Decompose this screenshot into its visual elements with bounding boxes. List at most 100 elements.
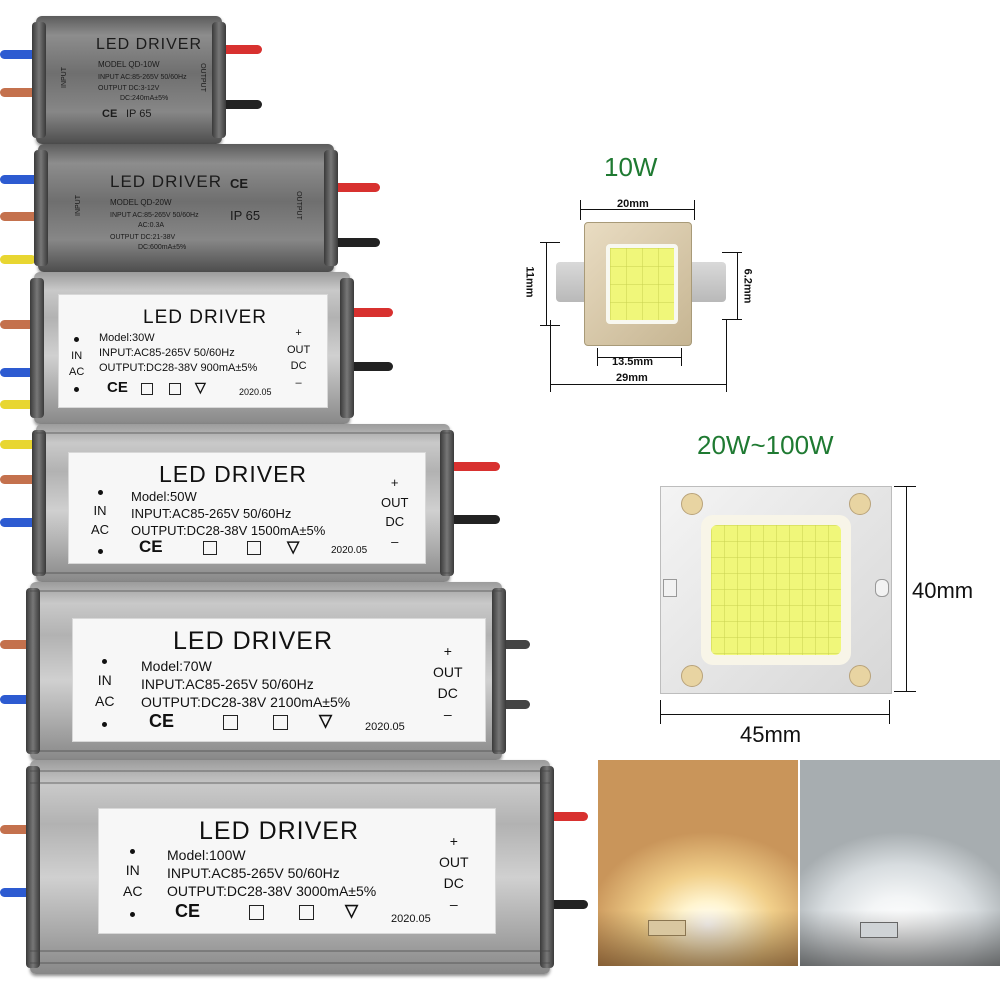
ce-mark: CE <box>139 537 163 556</box>
end-cap <box>340 278 354 418</box>
driver-label: LED DRIVER Model:30W INPUT:AC85-265V 50/… <box>58 294 328 408</box>
manufacture-date: 2020.05 <box>391 913 431 925</box>
plus-sign: + <box>449 833 458 849</box>
in-label: IN <box>97 672 112 688</box>
f-mark-icon: ▽ <box>287 539 300 556</box>
end-cap <box>30 278 44 418</box>
driver-brand: LED DRIVER <box>199 817 360 845</box>
in-label: IN <box>125 862 140 878</box>
chip-large-title: 20W~100W <box>697 430 834 460</box>
double-insulation-icon <box>169 383 181 395</box>
driver-brand: LED DRIVER <box>96 36 203 53</box>
driver-input: INPUT:AC85-265V 50/60Hz <box>99 347 235 359</box>
end-cap <box>26 588 40 754</box>
wire-blue <box>0 368 40 377</box>
ip-rating: IP 65 <box>230 208 261 223</box>
input-terminal: IN AC <box>91 481 109 559</box>
ce-mark: CE <box>230 176 249 191</box>
minus-sign: – <box>443 706 452 722</box>
dot-icon <box>130 849 136 854</box>
chip-10w-width-label: 20mm <box>617 198 649 210</box>
wire-black <box>220 100 262 109</box>
wire-red <box>330 183 380 192</box>
wire-blue <box>0 695 40 704</box>
out-label: OUT <box>433 664 463 680</box>
driver-output: OUTPUT:DC28-38V 900mA±5% <box>99 362 258 374</box>
output-terminal: + OUT DC – <box>381 473 408 551</box>
dot-icon <box>97 490 103 495</box>
wire-blue <box>0 888 40 897</box>
driver-label: LED DRIVER Model:100W INPUT:AC85-265V 50… <box>98 808 496 934</box>
input-terminal: IN AC <box>123 839 142 923</box>
wire-yellow <box>0 440 40 449</box>
driver-output: OUTPUT:DC28-38V 3000mA±5% <box>167 883 377 899</box>
out-label: OUT <box>287 343 311 356</box>
house-symbol-icon <box>141 383 153 395</box>
driver-output: OUTPUT DC:3-12V <box>98 85 160 92</box>
f-mark-icon: ▽ <box>319 711 333 730</box>
plus-sign: + <box>295 327 302 339</box>
end-cap <box>34 150 48 266</box>
dc-label: DC <box>385 514 405 529</box>
manufacture-date: 2020.05 <box>331 545 368 556</box>
driver-output-current: DC:600mA±5% <box>138 244 187 251</box>
chip-large-height-label: 40mm <box>912 578 974 603</box>
double-insulation-icon <box>273 715 288 730</box>
wire-yellow <box>0 255 36 264</box>
driver-input: INPUT:AC85-265V 50/60Hz <box>167 865 340 881</box>
led-driver-30w: LED DRIVER Model:30W INPUT:AC85-265V 50/… <box>30 272 354 424</box>
wire-black <box>450 515 500 524</box>
driver-model: MODEL QD-20W <box>110 198 172 207</box>
minus-sign: – <box>449 896 458 912</box>
wire-blue <box>0 50 40 59</box>
driver-output: OUTPUT:DC28-38V 1500mA±5% <box>131 523 326 538</box>
end-cap <box>440 430 454 576</box>
driver-output: OUTPUT:DC28-38V 2100mA±5% <box>141 694 351 710</box>
driver-brand: LED DRIVER <box>110 172 223 191</box>
double-insulation-icon <box>247 541 261 555</box>
plus-sign: + <box>390 475 399 490</box>
double-insulation-icon <box>299 905 314 920</box>
dot-icon <box>74 337 80 342</box>
cool-white-light-photo <box>800 760 1000 966</box>
end-cap <box>26 766 40 968</box>
ac-label: AC <box>95 693 115 709</box>
end-cap <box>212 22 226 138</box>
minus-sign: – <box>295 376 302 389</box>
dc-label: DC <box>437 685 458 701</box>
wire-red <box>548 812 588 821</box>
driver-model: MODEL QD-10W <box>98 60 160 69</box>
chip-10w-outer-width-label: 29mm <box>616 372 648 384</box>
end-cap <box>492 588 506 754</box>
plus-sign: + <box>443 643 452 659</box>
driver-input: INPUT AC:85-265V 50/60Hz <box>110 212 199 219</box>
wire-red <box>220 45 262 54</box>
end-cap <box>32 22 46 138</box>
dot-icon <box>74 386 80 392</box>
ce-mark: CE <box>175 901 201 921</box>
end-cap <box>540 766 554 968</box>
dot-icon <box>102 659 108 664</box>
driver-label: LED DRIVER MODEL QD-10W INPUT AC:85-265V… <box>58 24 208 134</box>
input-side-label: INPUT <box>61 67 68 88</box>
house-symbol-icon <box>203 541 217 555</box>
manufacture-date: 2020.05 <box>239 387 272 397</box>
dot-icon <box>130 912 136 917</box>
wire-brown <box>0 212 40 221</box>
ce-mark: CE <box>149 711 175 731</box>
driver-label: LED DRIVER Model:70W INPUT:AC85-265V 50/… <box>72 618 486 742</box>
wire-brown <box>0 88 40 97</box>
led-emitter <box>606 244 678 324</box>
wire-brown <box>0 475 40 484</box>
ac-label: AC <box>69 366 85 378</box>
input-terminal: IN AC <box>95 649 114 733</box>
driver-model: Model:30W <box>99 332 155 344</box>
driver-input-current: AC:0.3A <box>138 222 165 229</box>
driver-label: LED DRIVER CE MODEL QD-20W INPUT AC:85-2… <box>68 152 318 262</box>
wire-blue <box>0 175 40 184</box>
dc-label: DC <box>290 360 307 372</box>
driver-brand: LED DRIVER <box>173 627 334 655</box>
chip-large-width-label: 45mm <box>740 722 802 747</box>
wire-black <box>348 362 393 371</box>
output-terminal: + OUT DC – <box>433 641 463 725</box>
